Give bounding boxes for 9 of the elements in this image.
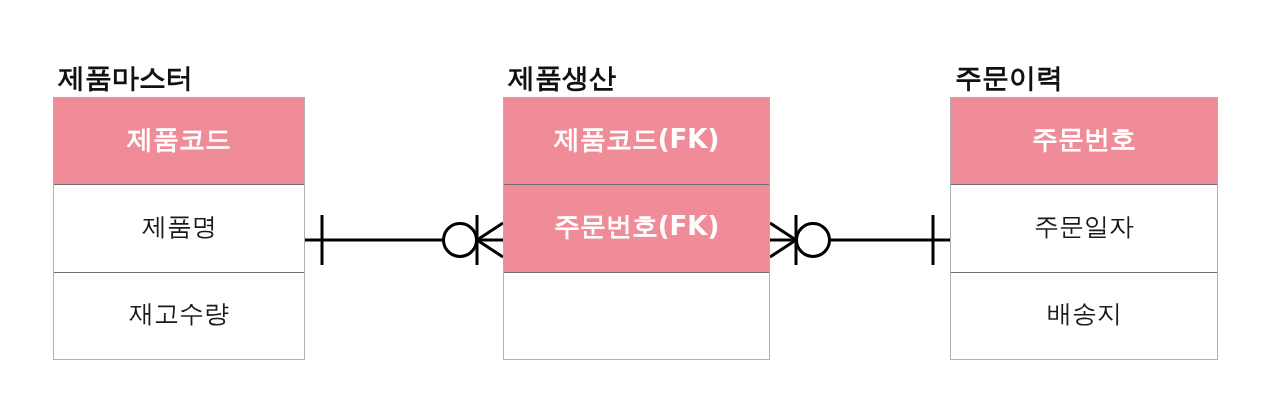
relationship-line: [305, 213, 505, 267]
key-field-cell: 제품코드(FK): [504, 98, 769, 185]
key-field-cell: 주문번호(FK): [504, 184, 769, 272]
key-field-cell: 주문번호: [951, 98, 1217, 185]
relationship-line: [768, 213, 950, 267]
key-field-cell: 제품코드: [54, 98, 304, 185]
entity-name: 주문이력: [955, 61, 1063, 94]
entity-name: 제품마스터: [58, 61, 193, 94]
entity-name: 제품생산: [508, 61, 616, 94]
